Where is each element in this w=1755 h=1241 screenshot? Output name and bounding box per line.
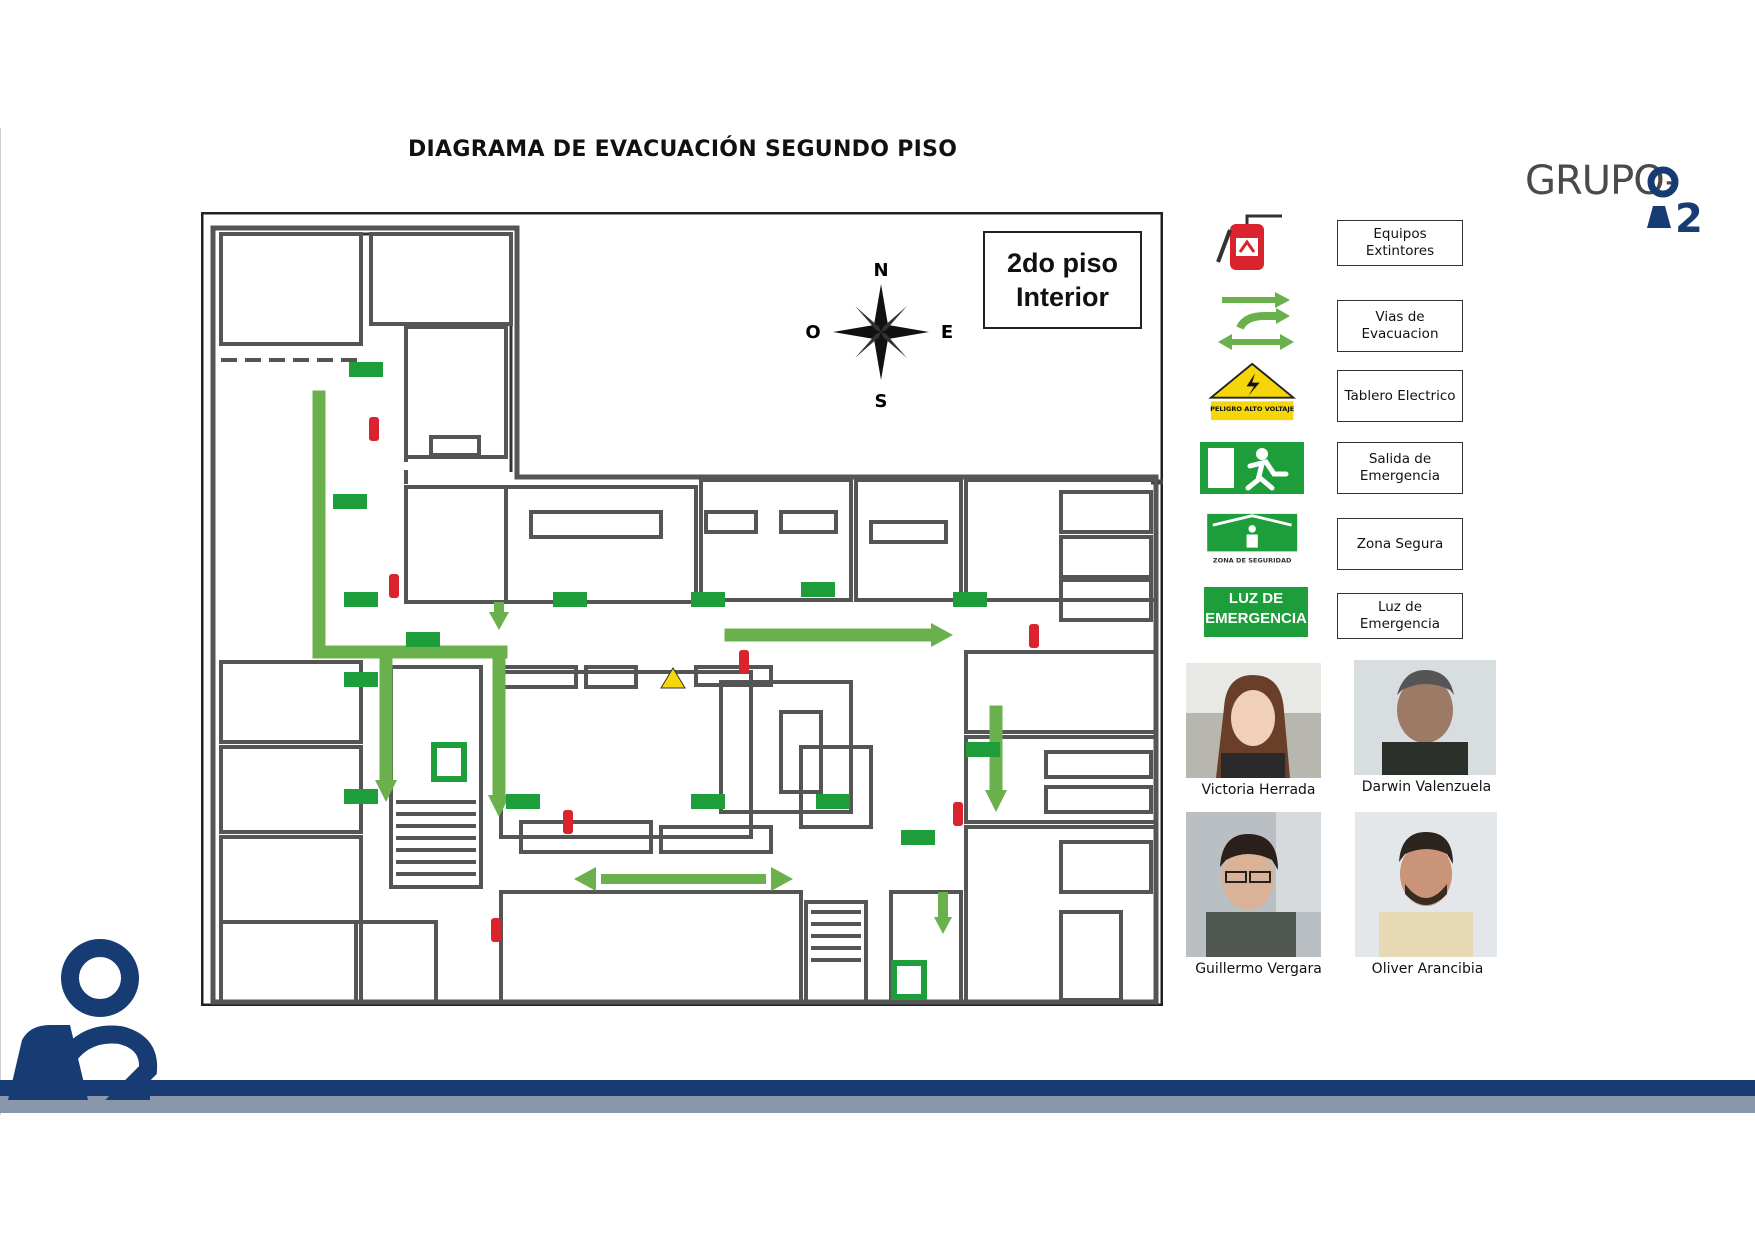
- team-member-name: Darwin Valenzuela: [1361, 779, 1492, 795]
- page-title: DIAGRAMA DE EVACUACIÓN SEGUNDO PISO: [408, 137, 958, 162]
- high-voltage-warning-icon: PELIGRO ALTO VOLTAJE: [1208, 362, 1297, 421]
- high-voltage-caption: PELIGRO ALTO VOLTAJE: [1210, 405, 1294, 413]
- footer-bar: [0, 1080, 1755, 1096]
- evacuation-route-arrows-icon: [1218, 292, 1294, 350]
- emergency-light-icon: LUZ DE EMERGENCIA: [1204, 587, 1308, 637]
- compass-south: S: [875, 391, 888, 412]
- team-member-name: Oliver Arancibia: [1371, 961, 1484, 977]
- team-member-name: Guillermo Vergara: [1195, 961, 1322, 977]
- compass-north: N: [873, 260, 888, 281]
- legend-label-evacuation: Vias de Evacuacion: [1337, 300, 1463, 352]
- legend-row-exit: Salida de Emergencia: [1200, 440, 1463, 500]
- avatar: [1186, 812, 1321, 957]
- footer-bar-secondary: [0, 1096, 1755, 1113]
- legend-row-emergency-light: LUZ DE EMERGENCIA Luz de Emergencia: [1200, 585, 1463, 645]
- avatar: [1354, 660, 1496, 775]
- legend-label-exit: Salida de Emergencia: [1337, 442, 1463, 494]
- avatar: [1355, 812, 1497, 957]
- team-member: Oliver Arancibia: [1355, 812, 1500, 977]
- compass-rose-icon: N S E O: [805, 260, 953, 412]
- legend-label-extinguisher: Equipos Extintores: [1337, 220, 1463, 266]
- compass-west: O: [805, 322, 820, 343]
- brand-mark-text: 2: [1675, 196, 1703, 238]
- floor-label: 2do piso Interior: [983, 231, 1142, 329]
- team-member-name: Victoria Herrada: [1201, 782, 1316, 798]
- fire-extinguisher-icon: [1216, 214, 1282, 270]
- emergency-light-caption: LUZ DE EMERGENCIA: [1205, 590, 1307, 627]
- legend-row-evacuation: Vias de Evacuacion: [1200, 292, 1463, 352]
- brand-mark-icon: 2: [1647, 166, 1703, 238]
- team-member: Victoria Herrada: [1186, 663, 1331, 798]
- compass-east: E: [941, 322, 953, 343]
- avatar: [1186, 663, 1321, 778]
- legend-label-safe-zone: Zona Segura: [1337, 518, 1463, 570]
- brand-logo: GRUPO- 2: [1525, 158, 1715, 238]
- legend-label-emergency-light: Luz de Emergencia: [1337, 593, 1463, 639]
- safe-zone-caption: ZONA DE SEGURIDAD: [1213, 557, 1292, 565]
- legend-row-safe-zone: ZONA DE SEGURIDAD Zona Segura: [1200, 512, 1463, 572]
- legend-row-extinguisher: Equipos Extintores: [1200, 212, 1463, 272]
- safe-zone-icon: ZONA DE SEGURIDAD: [1207, 513, 1298, 565]
- floor-label-line2: Interior: [1015, 282, 1109, 312]
- floor-plan: N S E O: [201, 212, 1163, 1006]
- brand-corner-logo-icon: [8, 939, 158, 1100]
- emergency-exit-icon: [1200, 442, 1304, 494]
- team-member: Guillermo Vergara: [1186, 812, 1331, 977]
- legend-label-electrical: Tablero Electrico: [1337, 370, 1463, 422]
- team-member: Darwin Valenzuela: [1354, 660, 1499, 795]
- floor-label-line1: 2do piso: [1006, 248, 1118, 278]
- legend-row-electrical: PELIGRO ALTO VOLTAJE Tablero Electrico: [1200, 362, 1463, 422]
